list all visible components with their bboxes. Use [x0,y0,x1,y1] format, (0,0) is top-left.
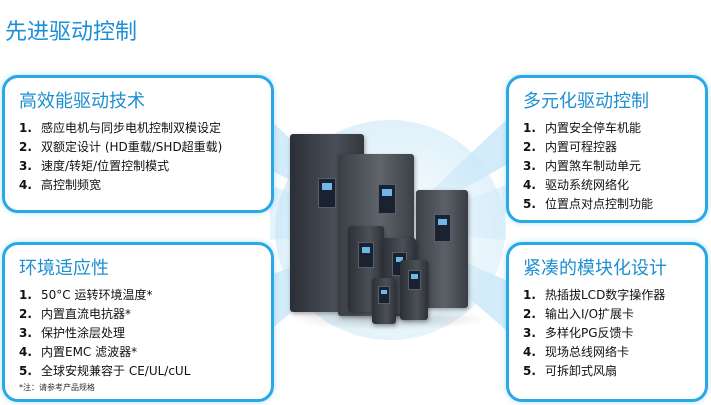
list-item: 4.内置EMC 滤波器* [19,345,138,359]
list-item: 5.位置点对点控制功能 [523,197,654,211]
card-diversified-drive-control: 多元化驱动控制 1.内置安全停车机能 2.内置可程控器 3.内置煞车制动单元 4… [506,75,708,223]
drives-illustration [276,110,506,340]
list-item: 4.驱动系统网络化 [523,178,630,192]
feature-list: 1.热插拔LCD数字操作器 2.输出入I/O扩展卡 3.多样化PG反馈卡 4.现… [523,286,705,381]
footnote: *注：请参考产品规格 [19,383,95,392]
list-item: 1.内置安全停车机能 [523,121,642,135]
card-compact-modular-design: 紧凑的模块化设计 1.热插拔LCD数字操作器 2.输出入I/O扩展卡 3.多样化… [506,242,708,402]
feature-list: 1.内置安全停车机能 2.内置可程控器 3.内置煞车制动单元 4.驱动系统网络化… [523,119,705,214]
drive-small-3 [400,260,428,320]
list-item: 3.速度/转矩/位置控制模式 [19,159,170,173]
drive-small-4 [372,278,396,324]
list-item: 2.内置可程控器 [523,140,618,154]
page-title: 先进驱动控制 [5,20,138,45]
card-title: 高效能驱动技术 [19,91,145,112]
card-title: 环境适应性 [19,258,109,279]
list-item: 5.全球安规兼容于 CE/UL/cUL [19,364,191,378]
feature-list: 1.感应电机与同步电机控制双模设定 2.双额定设计 (HD重载/SHD超重载) … [19,119,271,195]
list-item: 1.热插拔LCD数字操作器 [523,288,666,302]
list-item: 1.感应电机与同步电机控制双模设定 [19,121,222,135]
list-item: 3.多样化PG反馈卡 [523,326,634,340]
list-item: 2.输出入I/O扩展卡 [523,307,635,321]
card-high-performance-drive: 高效能驱动技术 1.感应电机与同步电机控制双模设定 2.双额定设计 (HD重载/… [2,75,274,213]
list-item: 3.内置煞车制动单元 [523,159,642,173]
card-title: 多元化驱动控制 [523,91,649,112]
list-item: 5.可拆卸式风扇 [523,364,618,378]
list-item: 3.保护性涂层处理 [19,326,126,340]
card-title: 紧凑的模块化设计 [523,258,667,279]
feature-list: 1.50°C 运转环境温度* 2.内置直流电抗器* 3.保护性涂层处理 4.内置… [19,286,271,381]
list-item: 2.内置直流电抗器* [19,307,132,321]
list-item: 4.高控制频宽 [19,178,102,192]
list-item: 1.50°C 运转环境温度* [19,288,153,302]
list-item: 2.双额定设计 (HD重载/SHD超重载) [19,140,223,154]
card-environmental-adaptability: 环境适应性 1.50°C 运转环境温度* 2.内置直流电抗器* 3.保护性涂层处… [2,242,274,402]
list-item: 4.现场总线网络卡 [523,345,630,359]
